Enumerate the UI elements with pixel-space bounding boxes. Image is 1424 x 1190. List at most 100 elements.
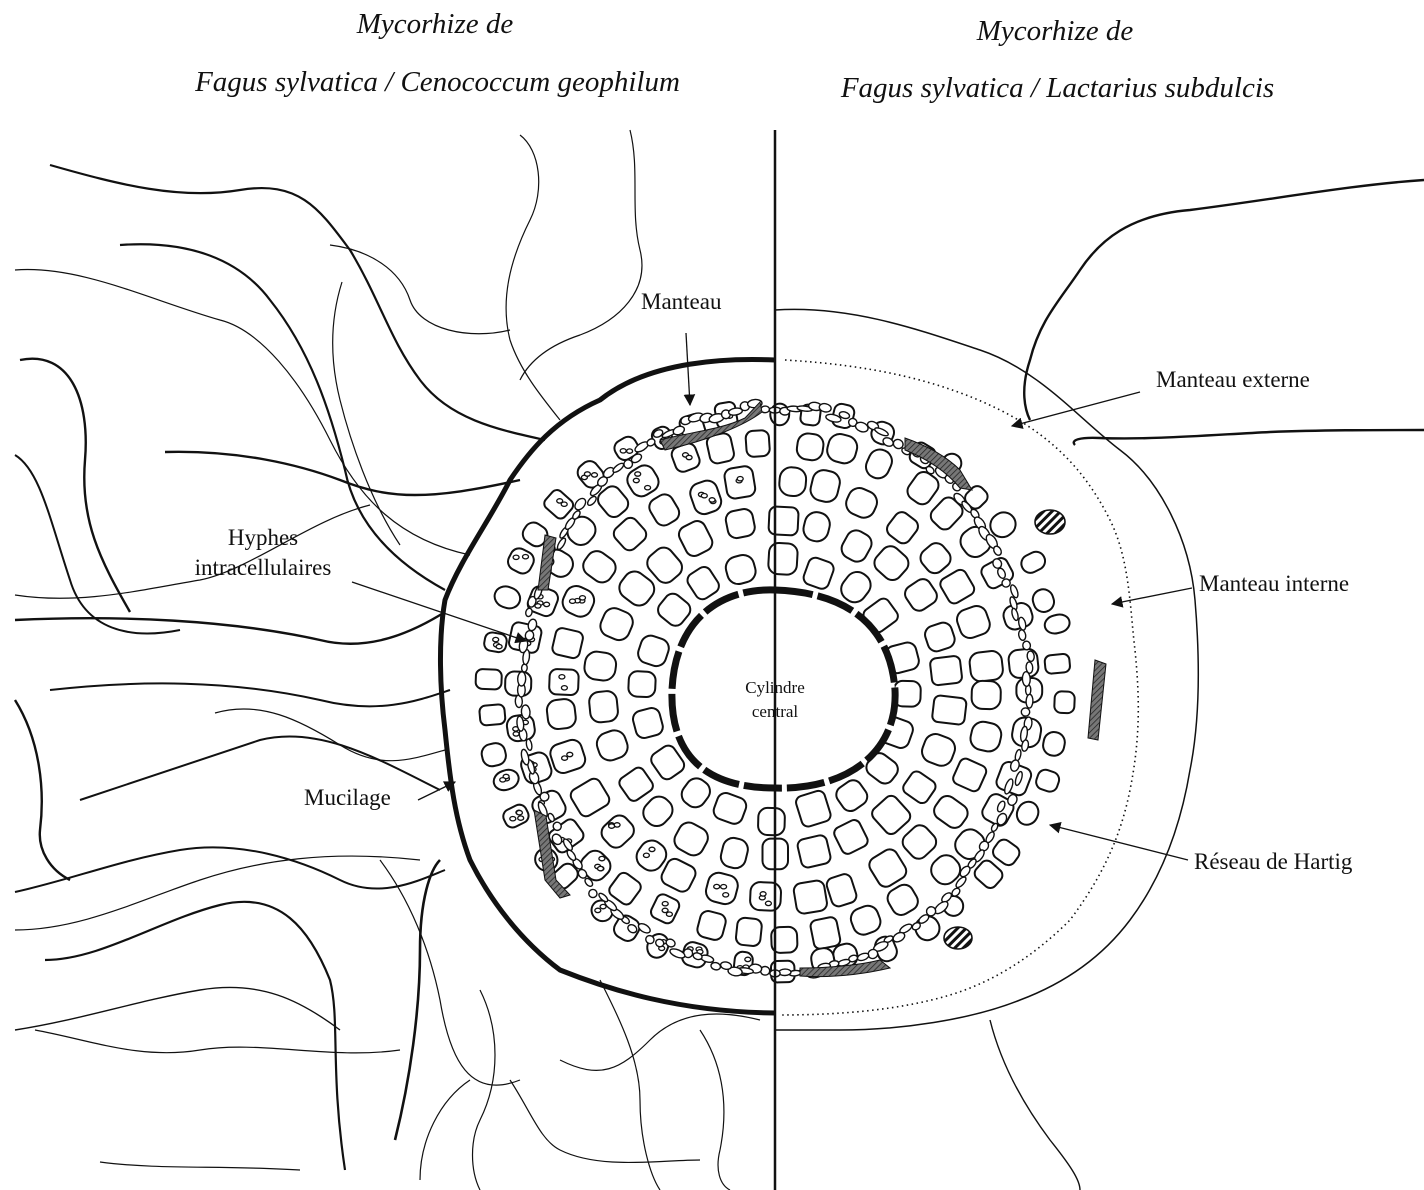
intracellular-hypha (559, 675, 565, 679)
intracellular-hypha (714, 884, 720, 888)
cortical-cell (549, 669, 579, 695)
intracellular-hypha (500, 778, 506, 782)
hartig-net-hypha (720, 961, 732, 970)
cortical-cell (579, 547, 620, 587)
intracellular-hypha (595, 908, 601, 912)
cortical-cell (611, 515, 650, 554)
hartig-net-hypha (573, 496, 588, 511)
cortical-cell (492, 583, 523, 611)
cortical-cell (899, 822, 940, 863)
cortical-cell (646, 491, 682, 529)
intracellular-hypha (620, 449, 626, 453)
cortical-cell (808, 468, 842, 504)
intracellular-hypha (627, 449, 633, 453)
cortical-cell (1013, 798, 1042, 828)
cortical-cell (501, 802, 531, 830)
intracellular-hypha (701, 494, 707, 498)
intracellular-hypha (561, 686, 567, 690)
cortical-cell (832, 818, 870, 856)
cortical-cell (768, 542, 798, 575)
hartig-net-hypha (525, 739, 532, 751)
cortical-cell (546, 698, 577, 730)
intracellular-hypha (737, 477, 743, 481)
cortical-cell (801, 510, 832, 544)
cortical-cell (617, 765, 655, 803)
intracellular-hypha (635, 472, 641, 476)
cortical-cell (796, 834, 831, 869)
mucilage-pointer (418, 782, 455, 800)
intracellular-hypha (662, 908, 668, 912)
cortical-cell (724, 507, 756, 539)
label-hyphes-line2: intracellulaires (178, 554, 348, 582)
intracellular-hypha (516, 811, 522, 815)
cortical-cell (825, 431, 860, 465)
cortical-cell (631, 706, 665, 740)
intracellular-hypha (765, 901, 771, 905)
manteau-externe-pointer (1012, 392, 1140, 426)
cortical-cell (951, 757, 988, 794)
cortical-cell (597, 605, 636, 644)
label-manteau-externe: Manteau externe (1156, 366, 1310, 394)
cortical-cell (802, 556, 836, 591)
cortical-cell (919, 731, 958, 769)
cortical-cell (870, 542, 912, 584)
intracellular-hypha (584, 472, 590, 476)
cortical-cell (932, 695, 967, 725)
cortical-cell (796, 432, 825, 461)
intracellular-hypha (649, 847, 655, 851)
cortical-cell (862, 446, 895, 482)
cortical-cell (655, 590, 694, 629)
cortical-cell (778, 466, 807, 497)
cortical-cell (954, 603, 992, 641)
cortical-cell (884, 509, 921, 546)
cortical-cell (1041, 730, 1066, 757)
manteau-interne-pointer (1112, 588, 1192, 604)
intracellular-hypha (609, 824, 615, 828)
cortical-cell (902, 576, 940, 614)
cortical-cell (723, 552, 758, 586)
cortical-cell (866, 846, 909, 890)
cortical-cell (719, 836, 750, 871)
cortical-cell (869, 793, 913, 837)
cortical-cell (542, 488, 576, 521)
intracellular-hypha (760, 892, 766, 896)
intracellular-hypha (570, 599, 576, 603)
intracellular-hypha (633, 478, 639, 482)
intracellular-hypha (745, 957, 751, 961)
cortical-cell (901, 769, 938, 806)
cortical-cell (938, 567, 977, 605)
hartig-net-hypha (1009, 584, 1019, 599)
hartig-net-hypha (990, 822, 999, 832)
hartig-net-hypha (612, 462, 625, 474)
label-mucilage: Mucilage (304, 784, 391, 812)
cortical-cell (836, 567, 875, 607)
label-cylindre-line1: Cylindre (725, 676, 825, 700)
cortical-cell (551, 627, 584, 660)
intracellular-hypha (686, 455, 692, 459)
cortical-cell (825, 872, 858, 908)
label-hyphes-line1: Hyphes (178, 524, 348, 552)
cortical-cell (917, 539, 955, 577)
right-title-line1: Mycorhize de (900, 15, 1210, 48)
intracellular-hypha (544, 602, 550, 606)
intracellular-hypha (645, 486, 651, 490)
cortical-cell (1034, 768, 1061, 794)
right-title-line2: Fagus sylvatica / Lactarius subdulcis (790, 72, 1325, 105)
cortical-cell (598, 812, 638, 852)
label-cylindre-line2: central (725, 700, 825, 724)
intracellular-hypha (493, 637, 499, 641)
cortical-cell (505, 545, 537, 576)
cortical-cell (1018, 549, 1048, 576)
cortical-cell (676, 518, 715, 559)
intracellular-hypha (592, 473, 598, 477)
hartig-net-hypha (587, 888, 599, 900)
cortical-cell (1044, 653, 1070, 674)
cortical-cell (968, 719, 1003, 753)
hartig-net-hypha (517, 672, 526, 687)
cortical-cell (809, 916, 841, 950)
hartig-net-hypha (1022, 641, 1031, 651)
intracellular-hypha (561, 502, 567, 506)
cortical-cell (677, 774, 714, 811)
label-reseau-hartig: Réseau de Hartig (1194, 848, 1352, 876)
cortical-cell (838, 527, 875, 565)
